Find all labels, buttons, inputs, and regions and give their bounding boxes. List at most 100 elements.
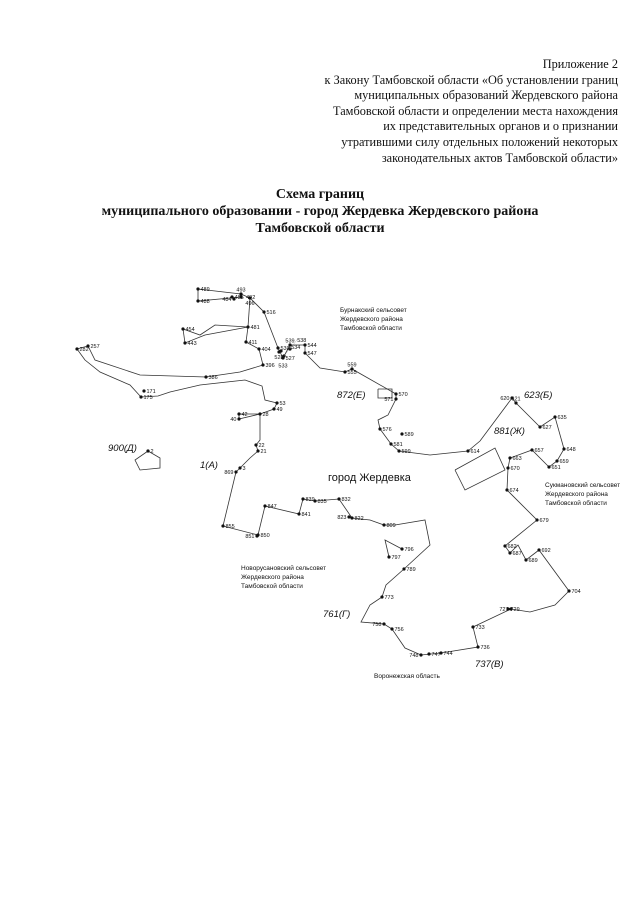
point-label: 822 — [355, 516, 364, 522]
appendix-line: к Закону Тамбовской области «Об установл… — [324, 72, 618, 87]
appendix-header: Приложение 2 к Закону Тамбовской области… — [325, 57, 618, 166]
boundary-point — [263, 504, 267, 508]
boundary-point — [400, 432, 404, 436]
region-novorusanov-line: Тамбовской области — [241, 582, 303, 590]
point-label: 773 — [385, 595, 394, 601]
point-label: 809 — [387, 523, 396, 529]
boundary-point — [397, 449, 401, 453]
point-label: 689 — [529, 558, 538, 564]
point-label: 571 — [384, 397, 393, 403]
point-label: 648 — [567, 447, 576, 453]
point-label: 835 — [318, 499, 327, 505]
point-label: 576 — [383, 427, 392, 433]
region-sukman-line: Сукмановский сельсовет — [545, 481, 620, 489]
point-label: 534 — [291, 345, 300, 351]
boundary-line — [377, 388, 393, 399]
point-label: 614 — [471, 449, 480, 455]
point-label: 670 — [511, 466, 520, 472]
point-label: 839 — [306, 497, 315, 503]
boundary-point — [505, 488, 509, 492]
boundary-point — [196, 287, 200, 291]
boundary-point — [146, 449, 150, 453]
boundary-point — [510, 396, 514, 400]
key-point-e: 872(Е) — [337, 390, 366, 401]
boundary-point — [237, 412, 241, 416]
point-label: 663 — [513, 456, 522, 462]
label-leader-line — [283, 346, 292, 357]
boundary-point — [254, 443, 258, 447]
point-label: 492 — [246, 295, 255, 301]
boundary-point — [524, 558, 528, 562]
point-label: 527 — [286, 356, 295, 362]
appendix-line: муниципальных образований Жердевского ра… — [354, 88, 618, 103]
boundary-point — [347, 515, 351, 519]
label-leader-line — [289, 339, 298, 350]
point-label: 539 — [285, 339, 294, 345]
boundary-point — [257, 347, 261, 351]
point-label: 758 — [372, 622, 381, 628]
boundary-point — [238, 466, 242, 470]
boundary-point — [86, 344, 90, 348]
boundary-point — [75, 347, 79, 351]
point-label: 841 — [302, 512, 311, 518]
boundary-point — [503, 544, 507, 548]
boundary-point — [537, 548, 541, 552]
point-label: 396 — [266, 363, 275, 369]
appendix-line: Приложение 2 — [542, 57, 618, 71]
boundary-line — [76, 297, 570, 656]
boundary-point — [246, 325, 250, 329]
boundary-point — [382, 523, 386, 527]
point-label: 621 — [511, 397, 520, 403]
point-label: 485 — [235, 295, 244, 301]
boundary-point — [514, 401, 518, 405]
city-label: город Жердевка — [328, 472, 412, 484]
point-label: 42 — [242, 412, 248, 418]
boundary-point — [276, 346, 280, 350]
title-line: Схема границ — [275, 187, 365, 202]
region-novorusanov-line: Жердевского района — [241, 573, 304, 581]
key-point-a: 1(А) — [200, 460, 218, 471]
point-label: 49 — [277, 407, 283, 413]
boundary-point — [382, 622, 386, 626]
point-label: 692 — [542, 548, 551, 554]
region-novorusanov-line: Новорусановский сельсовет — [241, 564, 326, 572]
point-label: 855 — [226, 524, 235, 530]
point-label: 796 — [405, 547, 414, 553]
point-label: 581 — [394, 442, 403, 448]
boundary-point — [258, 412, 262, 416]
boundary-point — [535, 518, 539, 522]
point-label: 729 — [511, 607, 520, 613]
boundary-point — [262, 310, 266, 314]
boundary-point — [272, 407, 276, 411]
boundary-point — [256, 449, 260, 453]
boundary-point — [567, 589, 571, 593]
point-label: 411 — [249, 340, 258, 346]
boundary-point — [350, 516, 354, 520]
key-point-d: 900(Д) — [108, 443, 137, 454]
boundary-point — [303, 351, 307, 355]
point-label: 657 — [535, 448, 544, 454]
boundary-point — [142, 389, 146, 393]
boundary-point — [419, 653, 423, 657]
point-label: 22 — [259, 443, 265, 449]
point-label: 727 — [499, 607, 508, 613]
point-label: 627 — [543, 425, 552, 431]
boundary-point — [402, 567, 406, 571]
point-label: 823 — [337, 515, 346, 521]
boundary-line — [134, 450, 161, 471]
boundary-point — [506, 466, 510, 470]
region-burnak-line: Бурнакский сельсовет — [340, 306, 407, 314]
boundary-line — [238, 413, 261, 420]
point-label: 847 — [268, 504, 277, 510]
point-label: 386 — [209, 375, 218, 381]
boundary-point — [506, 607, 510, 611]
point-label: 488 — [201, 299, 210, 305]
boundary-point — [139, 395, 143, 399]
point-label: 496 — [245, 301, 254, 307]
appendix-line: их представительных органов и о признани… — [383, 119, 618, 134]
boundary-line — [454, 447, 506, 491]
boundary-point — [547, 465, 551, 469]
boundary-line — [384, 539, 403, 558]
boundary-point — [261, 363, 265, 367]
